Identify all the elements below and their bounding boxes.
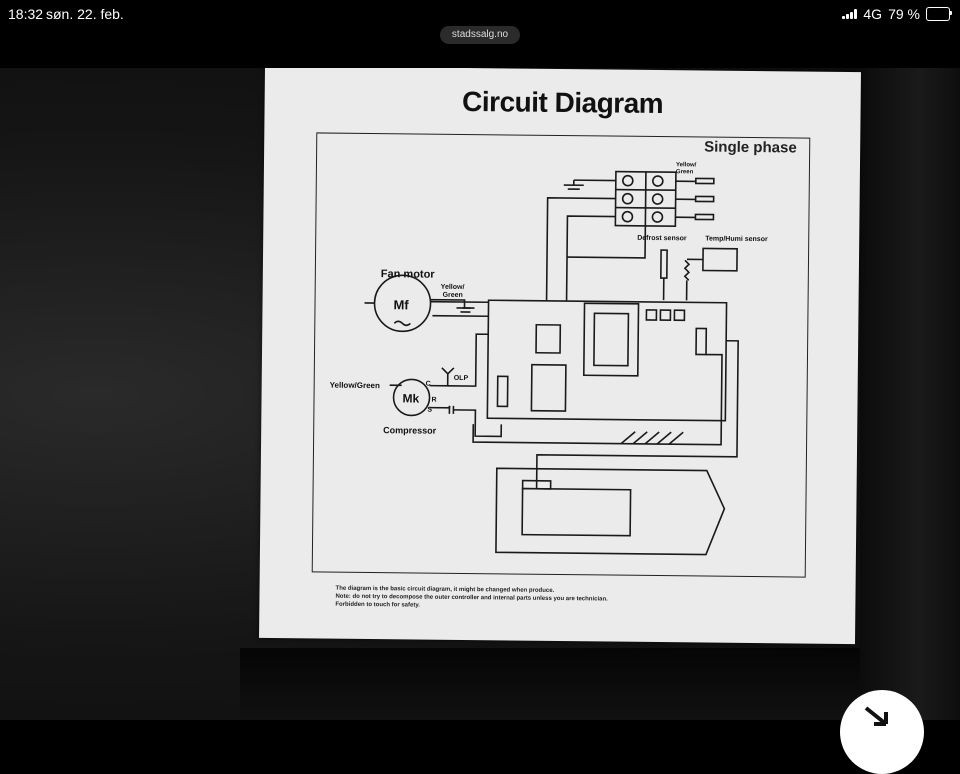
battery-icon xyxy=(926,7,950,21)
fan-symbol-label: Mf xyxy=(393,297,409,312)
status-bar: 18:32 søn. 22. feb. 4G 79 % xyxy=(0,0,960,28)
yellow-green-top-label: Yellow/ xyxy=(676,162,697,168)
s-label: S xyxy=(427,407,432,414)
defrost-sensor xyxy=(661,250,667,278)
yellow-green-comp-label: Yellow/Green xyxy=(330,381,380,391)
yellow-green-fan-label: Yellow/ xyxy=(441,284,465,291)
yellow-green-fan-label-2: Green xyxy=(443,292,463,299)
temp-humi-sensor xyxy=(703,248,737,270)
circuit-drawing: Fan motor Mf Yellow/ Green Yellow/Green … xyxy=(259,68,861,644)
status-indicators: 4G 79 % xyxy=(842,6,950,22)
footnote: The diagram is the basic circuit diagram… xyxy=(335,585,815,614)
battery-percent: 79 % xyxy=(888,6,920,22)
status-date: søn. 22. feb. xyxy=(46,6,124,22)
fan-motor-label: Fan motor xyxy=(381,268,436,281)
status-time: 18:32 xyxy=(8,6,43,22)
photo-background-bottom xyxy=(240,648,860,720)
defrost-sensor-label: Defrost sensor xyxy=(637,235,687,243)
arrow-icon xyxy=(860,702,900,732)
control-board xyxy=(487,300,726,420)
temp-humi-sensor-label: Temp/Humi sensor xyxy=(705,236,768,244)
floating-action-button[interactable] xyxy=(840,690,924,774)
compressor-label: Compressor xyxy=(383,425,437,436)
c-label: C xyxy=(426,381,431,388)
yellow-green-top-label-2: Green xyxy=(676,169,694,175)
r-label: R xyxy=(431,397,436,404)
network-type: 4G xyxy=(863,6,882,22)
signal-icon xyxy=(842,9,857,19)
product-photo[interactable]: Circuit Diagram Single phase xyxy=(0,68,960,720)
compressor-symbol-label: Mk xyxy=(402,391,419,405)
circuit-diagram-label: Circuit Diagram Single phase xyxy=(259,68,861,644)
olp-label: OLP xyxy=(454,375,469,382)
url-bar[interactable]: stadssalg.no xyxy=(440,26,520,44)
photo-background xyxy=(860,68,960,720)
